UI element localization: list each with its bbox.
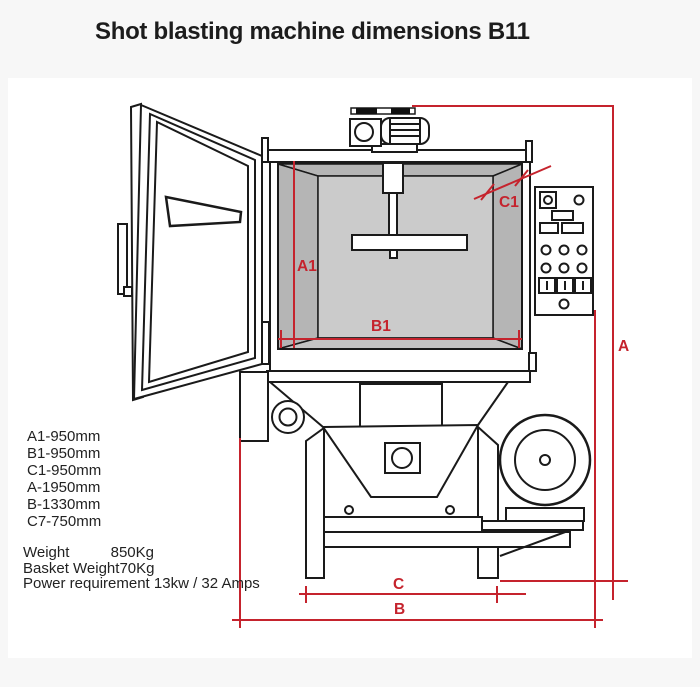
panel-indicator-lamp [573,194,585,206]
cabinet-bottom-right-tab [528,352,537,372]
panel-display-2 [539,222,559,234]
panel-display-3 [561,222,584,234]
panel-display-1 [551,210,574,221]
panel-toggle-3[interactable] [574,277,592,294]
weight-label: Weight [23,544,70,561]
panel-main-switch-knob[interactable] [543,195,553,205]
left-pulley-outer [271,400,305,434]
cross-rail-lower [323,531,571,548]
blower-shelf [505,507,585,522]
hopper-inspection-hole [391,447,413,469]
shaft-tip [389,249,398,259]
interior-back-wall [317,175,494,339]
basket-weight-value: 70Kg [119,559,155,577]
dimension-b1: B1 [278,318,522,348]
shelf-brace [499,530,569,557]
dimension-a-line [412,105,614,600]
panel-button-4[interactable] [540,262,552,274]
dimension-list-item: B-1330mm [27,496,101,513]
door-hinge-bottom [261,321,270,365]
right-diagonal [477,381,509,426]
lower-frame [239,370,592,579]
dimension-list-item: C1-950mm [27,462,102,479]
panel-main-switch[interactable] [539,191,557,209]
control-panel [534,186,594,316]
bolt-right [445,505,455,515]
dimension-list-item: A1-950mm [27,428,101,445]
power-value: 13kw / 32 Amps [153,575,260,593]
weight-row: Weight 850Kg [23,545,154,561]
motor-rail [350,107,416,115]
panel-button-1[interactable] [540,244,552,256]
dimension-a-label: A [618,338,629,355]
basket-table [351,234,468,251]
shaft-top-block [382,162,404,194]
center-support-box [359,383,443,428]
dimension-b-label: B [394,601,405,618]
dimension-c: C [299,576,526,603]
panel-button-5[interactable] [558,262,570,274]
door [117,102,270,402]
dimension-list-item: B1-950mm [27,445,101,462]
dimension-c1-tick-right [514,169,529,187]
panel-button-7[interactable] [558,298,570,310]
dimension-c1-label: C1 [499,194,519,211]
base-rail [266,370,531,383]
dimension-b: B [232,310,603,628]
rotor-shaft [351,162,468,259]
motor-rail-block-left [356,108,377,114]
interior-left-wall [277,162,319,350]
dimension-b1-label: B1 [371,318,391,335]
weight-value: 850Kg [110,544,154,561]
cross-rail-upper [323,516,483,533]
power-row: Power requirement 13kw / 32 Amps [23,575,260,593]
door-inner-frame-1 [140,112,256,392]
panel-button-2[interactable] [558,244,570,256]
basket-weight-row: Basket Weight 70Kg [23,559,155,577]
door-window-slot [164,195,243,228]
power-label: Power requirement [23,575,150,593]
panel-button-6[interactable] [576,262,588,274]
shaft-stem [388,192,398,237]
dimension-a1-label: A1 [297,258,317,275]
door-handle [117,223,128,295]
blower-wheel-hub [539,454,551,466]
dimension-a: A [412,105,629,600]
interior-right-wall [492,162,523,351]
panel-toggle-1[interactable] [538,277,556,294]
control-panel-box [534,186,594,316]
cabinet [262,140,537,372]
left-support-bracket [239,371,269,442]
left-leg [305,426,325,579]
left-pulley-inner [278,407,298,427]
dimension-c1-tick-left [480,183,495,201]
panel-button-3[interactable] [576,244,588,256]
door-inner-frame-2 [147,120,249,384]
blower-wheel-inner [514,429,576,491]
right-leg [477,424,499,579]
dimension-c1: C1 [473,165,552,211]
dimension-list-item: A-1950mm [27,479,101,496]
motor-end-circle [354,122,374,142]
panel-toggle-2[interactable] [556,277,574,294]
spec-table: Weight 850Kg Basket Weight 70Kg Power re… [23,545,260,593]
door-hinge-top [261,137,269,163]
dimension-c-label: C [393,576,404,593]
blower-wheel-outer [498,413,592,507]
dimension-list: A1-950mm B1-950mm C1-950mm A-1950mm B-13… [27,428,101,530]
door-panel [132,103,263,401]
cabinet-interior [277,162,523,351]
top-motor [349,107,430,153]
door-handle-foot [123,286,133,297]
dimension-a1: A1 [293,161,317,348]
basket-weight-label: Basket Weight [23,559,120,577]
motor-rail-block-right [391,108,410,114]
dimension-list-item: C7-750mm [27,513,102,530]
cabinet-right-tab [525,140,533,163]
blower-shelf-support [481,520,584,531]
page-title: Shot blasting machine dimensions B11 [95,18,530,45]
bolt-left [344,505,354,515]
